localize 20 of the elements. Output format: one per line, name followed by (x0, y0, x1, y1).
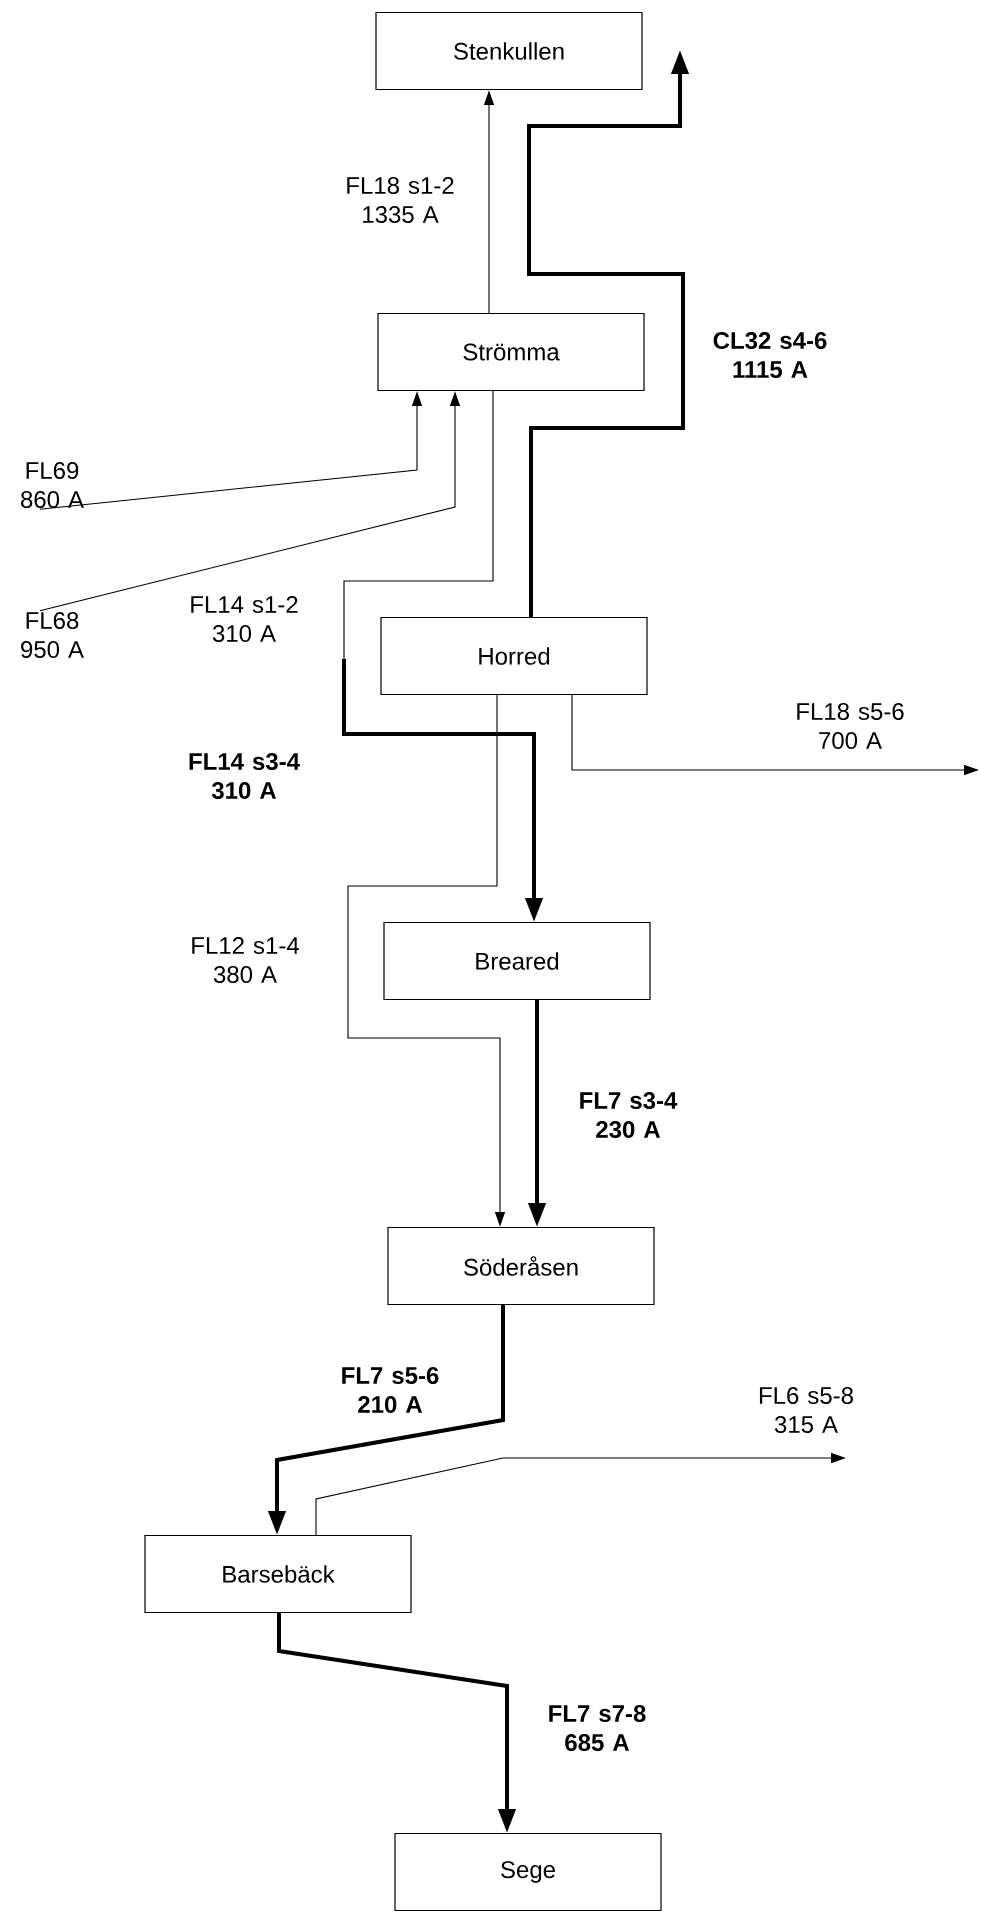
station-box: Söderåsen (387, 1226, 655, 1306)
station-box: Breared (383, 921, 651, 1001)
feeder-label: FL68 950 A (21, 612, 84, 658)
edge-label: FL7 s3-4 230 A (564, 1091, 692, 1140)
station-box: Barsebäck (144, 1534, 412, 1614)
connector-line (343, 390, 494, 660)
station-box: Stenkullen (375, 11, 643, 91)
edge-label: FL14 s1-2 310 A (180, 595, 308, 643)
edge-label: FL7 s5-6 210 A (326, 1366, 454, 1414)
edge-label: CL32 s4-6 1115 A (706, 331, 834, 379)
edge-label: FL14 s3-4 310 A (180, 752, 308, 800)
station-box: Strömma (377, 312, 645, 392)
feeder-label: FL69 860 A (21, 462, 84, 508)
edge-label: FL7 s7-8 685 A (533, 1704, 661, 1752)
station-box: Sege (394, 1832, 662, 1912)
edge-label: FL18 s5-6 700 A (786, 702, 914, 750)
station-box: Horred (380, 616, 648, 696)
edge-label: FL12 s1-4 380 A (181, 936, 309, 984)
edge-label: FL18 s1-2 1335 A (336, 176, 464, 224)
edge-label: FL6 s5-8 315 A (742, 1386, 870, 1434)
